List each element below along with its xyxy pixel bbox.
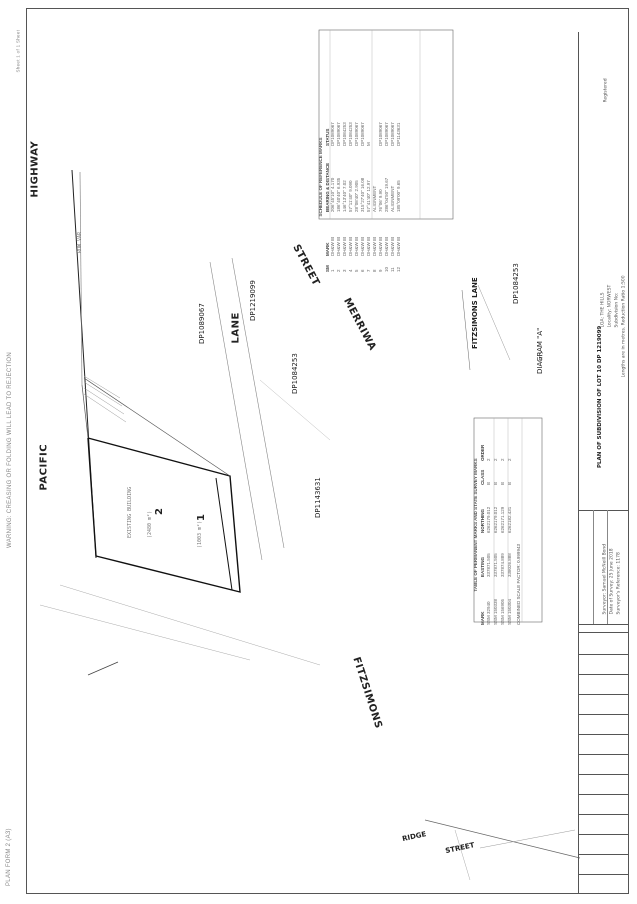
street-label-highway: HIGHWAY bbox=[29, 140, 41, 198]
reference-marks-title: SCHEDULE OF REFERENCE MARKS bbox=[318, 137, 323, 217]
survey-mark-row: SSM 150304 338026.888 6262182.431 B 2 bbox=[506, 425, 513, 625]
lot2-area: (2480 m²) bbox=[147, 510, 153, 538]
survey-mark-cell: 337871.505 bbox=[493, 553, 498, 577]
survey-mark-cell: 337874.889 bbox=[500, 553, 505, 577]
survey-mark-cell: 2 bbox=[486, 458, 491, 461]
survey-mark-row: SSM 150338 337871.505 6262179.012 B 2 bbox=[492, 425, 499, 625]
lot1-area: (1003 m²) bbox=[197, 520, 203, 548]
survey-mark-cell: 337871.505 bbox=[486, 553, 491, 577]
ridge-street-line bbox=[424, 819, 581, 859]
survey-mark-row: SSM 32940 337871.505 6262179.012 B 2 bbox=[485, 425, 492, 625]
north-arrow bbox=[87, 661, 119, 676]
subdivision-label: Subdivision No: bbox=[614, 292, 620, 328]
date-of-survey-label: Date of Survey: 25 June 2018 bbox=[609, 548, 615, 615]
survey-mark-cell: 6262179.012 bbox=[486, 506, 491, 533]
dp-block-label: DP1219099 bbox=[249, 280, 257, 321]
survey-mark-cell: B bbox=[493, 481, 498, 485]
survey-mark-cell: 6262182.431 bbox=[507, 506, 512, 533]
existing-building-note: EXISTING BUILDING bbox=[127, 486, 133, 538]
survey-mark-cell: 2 bbox=[493, 458, 498, 461]
reference-mark-cell: DH&W IB bbox=[396, 236, 401, 256]
lot-dividing-line bbox=[215, 477, 233, 591]
dp-label-1: DP1089067 bbox=[198, 303, 206, 344]
plan-title: PLAN OF SUBDIVISION OF LOT 10 DP 1219099 bbox=[597, 325, 603, 468]
survey-mark-cell: SSM 156905 bbox=[500, 598, 505, 625]
survey-mark-cell: SSM 32940 bbox=[486, 601, 491, 625]
reference-mark-cell: 185°09'00" 9.65 bbox=[396, 180, 401, 212]
survey-mark-row: SSM 156905 337874.889 6262171.129 B 2 bbox=[499, 425, 506, 625]
survey-mark-cell: 2 bbox=[500, 458, 505, 461]
reference-mark-row: 12 DH&W IB 185°09'00" 9.65 DP1143631 bbox=[396, 82, 402, 272]
surveyor-label: Surveyor: Samuel McNeill Bond bbox=[602, 543, 608, 615]
combined-scale-factor: COMBINED SCALE FACTOR: 0.999943 bbox=[516, 544, 521, 625]
margin-warning: WARNING: CREASING OR FOLDING WILL LEAD T… bbox=[7, 352, 13, 548]
title-block bbox=[578, 32, 629, 894]
survey-mark-cell: SSM 150338 bbox=[493, 598, 498, 625]
survey-marks-table: TABLE OF PERMANENT MARKS AND STATE SURVE… bbox=[473, 425, 543, 625]
dp-label-4: DP1084253 bbox=[512, 263, 520, 304]
survey-marks-title: TABLE OF PERMANENT MARKS AND STATE SURVE… bbox=[473, 458, 478, 592]
margin-form: PLAN FORM 2 (A3) bbox=[6, 828, 12, 886]
reference-mark-cell: DP1143631 bbox=[396, 122, 401, 146]
lot-number-2: 2 bbox=[153, 508, 165, 515]
survey-mark-cell: SSM 150304 bbox=[507, 598, 512, 625]
reference-marks-table: SCHEDULE OF REFERENCE MARKS SM MARK BEAR… bbox=[318, 82, 448, 272]
street-label-lane: LANE bbox=[230, 312, 242, 344]
reference-table-border bbox=[318, 29, 454, 220]
surveyors-ref-label: Surveyor's Reference: 1178 bbox=[616, 552, 622, 615]
survey-mark-cell: 6262171.129 bbox=[500, 506, 505, 533]
street-label-fitzsimons-lane: FITZSIMONS LANE bbox=[471, 277, 479, 349]
survey-mark-cell: 338026.888 bbox=[507, 553, 512, 577]
diagram-a-subtitle: NTS bbox=[539, 351, 545, 361]
drawing-border bbox=[26, 8, 629, 894]
lot-boundary-outline bbox=[87, 437, 241, 593]
survey-mark-cell: B bbox=[507, 481, 512, 485]
survey-mark-cell: B bbox=[500, 481, 505, 485]
street-label-pacific: PACIFIC bbox=[38, 443, 50, 491]
lga-label: LGA: THE HILLS bbox=[600, 292, 606, 328]
dp-label-2: DP1084253 bbox=[291, 353, 299, 394]
hatched-easement bbox=[83, 375, 127, 423]
dp-label-3: DP1143631 bbox=[314, 477, 322, 518]
locality-label: Locality: NORWEST bbox=[607, 284, 613, 328]
margin-sheet-number: Sheet 1 of 1 Sheet bbox=[15, 29, 21, 73]
row-note: ROW VAR bbox=[77, 231, 83, 253]
survey-mark-cell: 6262179.012 bbox=[493, 506, 498, 533]
registered-label: Registered bbox=[603, 78, 609, 103]
survey-mark-cell: B bbox=[486, 481, 491, 485]
lengths-note: Lengths are in metres. Reduction Ratio 1… bbox=[621, 275, 627, 378]
survey-mark-cell: 2 bbox=[507, 458, 512, 461]
reference-mark-cell: 12 bbox=[396, 266, 401, 272]
